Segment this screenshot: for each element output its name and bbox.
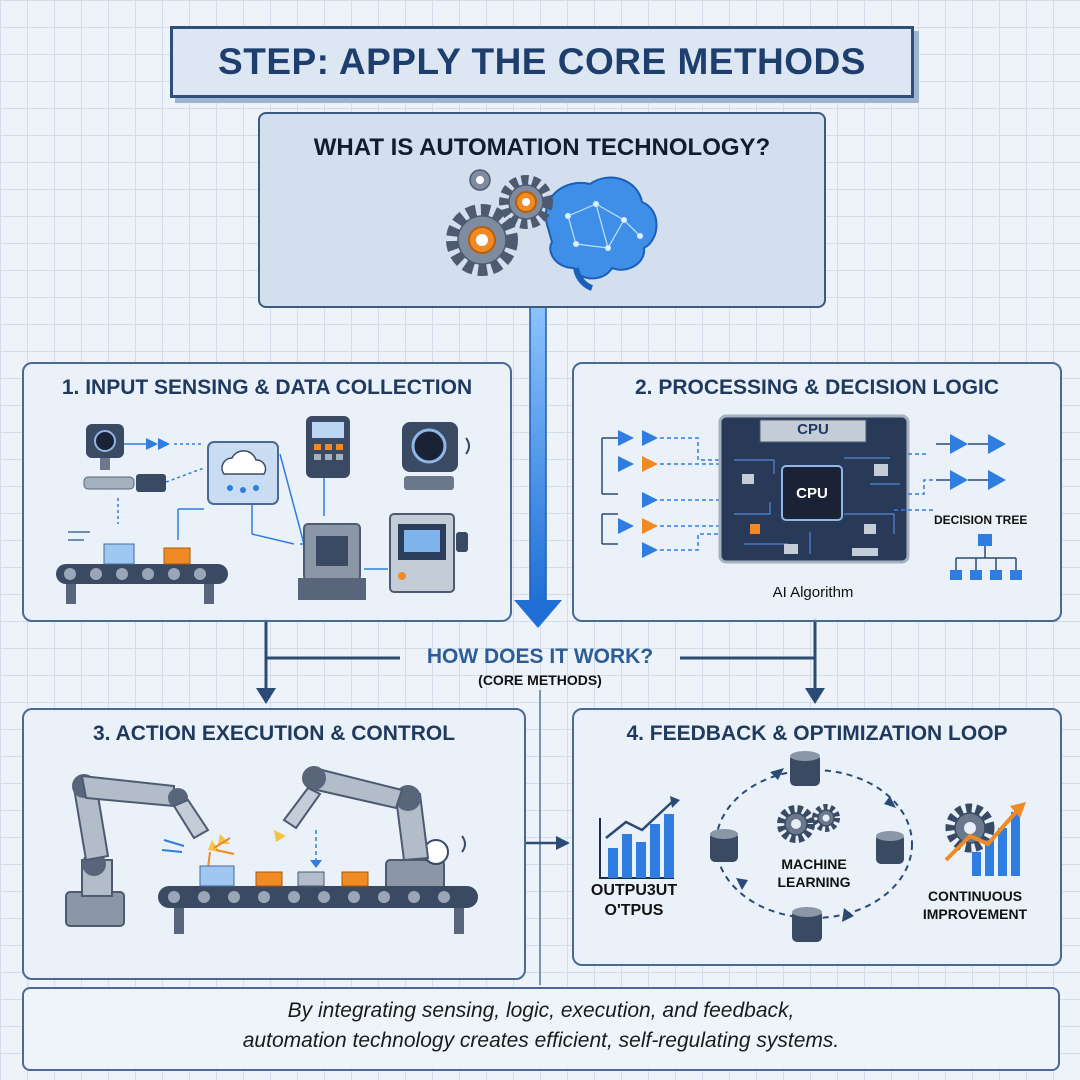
page-title: STEP: APPLY THE CORE METHODS bbox=[218, 41, 866, 82]
core-methods-label: (CORE METHODS) bbox=[478, 672, 602, 688]
robot-arms-illustration bbox=[65, 766, 478, 934]
summary-line-1: By integrating sensing, logic, execution… bbox=[287, 999, 795, 1022]
chip-label: CPU bbox=[797, 421, 829, 438]
cpu-label: CPU bbox=[796, 485, 828, 502]
central-arrow-shaft bbox=[529, 303, 547, 605]
panel-action-execution: 3. ACTION EXECUTION & CONTROL bbox=[22, 708, 526, 980]
panel-input-sensing: 1. INPUT SENSING & DATA COLLECTION bbox=[22, 362, 512, 622]
processing-illustration bbox=[601, 414, 1022, 580]
question-box: WHAT IS AUTOMATION TECHNOLOGY? bbox=[258, 112, 826, 308]
ci-label-2: IMPROVEMENT bbox=[922, 906, 1028, 922]
panel-1-title: 1. INPUT SENSING & DATA COLLECTION bbox=[61, 376, 473, 399]
output-label-2: O'TPUS bbox=[604, 902, 664, 919]
panel-2-title: 2. PROCESSING & DECISION LOGIC bbox=[634, 376, 1000, 399]
ml-label-1: MACHINE bbox=[781, 856, 847, 872]
panel-feedback-loop: 4. FEEDBACK & OPTIMIZATION LOOP bbox=[572, 708, 1062, 966]
title-banner: STEP: APPLY THE CORE METHODS bbox=[170, 26, 914, 98]
how-it-works-label: HOW DOES IT WORK? bbox=[426, 645, 654, 668]
decision-tree-label: DECISION TREE bbox=[934, 513, 1028, 527]
sensing-illustration bbox=[56, 416, 470, 604]
panel-processing-logic: 2. PROCESSING & DECISION LOGIC bbox=[572, 362, 1062, 622]
question-title: WHAT IS AUTOMATION TECHNOLOGY? bbox=[313, 134, 771, 161]
panel-3-title: 3. ACTION EXECUTION & CONTROL bbox=[92, 722, 456, 745]
ai-algorithm-label: AI Algorithm bbox=[772, 584, 854, 601]
summary-box: By integrating sensing, logic, execution… bbox=[22, 987, 1060, 1071]
summary-line-2: automation technology creates efficient,… bbox=[242, 1029, 840, 1052]
output-label-1: OUTPU3UT bbox=[590, 882, 678, 899]
ml-label-2: LEARNING bbox=[777, 874, 851, 890]
panel-4-title: 4. FEEDBACK & OPTIMIZATION LOOP bbox=[626, 722, 1008, 745]
ci-label-1: CONTINUOUS bbox=[927, 888, 1023, 904]
gears-brain-icon bbox=[446, 169, 658, 291]
feedback-illustration bbox=[599, 751, 1026, 942]
central-arrow-head bbox=[514, 600, 562, 628]
